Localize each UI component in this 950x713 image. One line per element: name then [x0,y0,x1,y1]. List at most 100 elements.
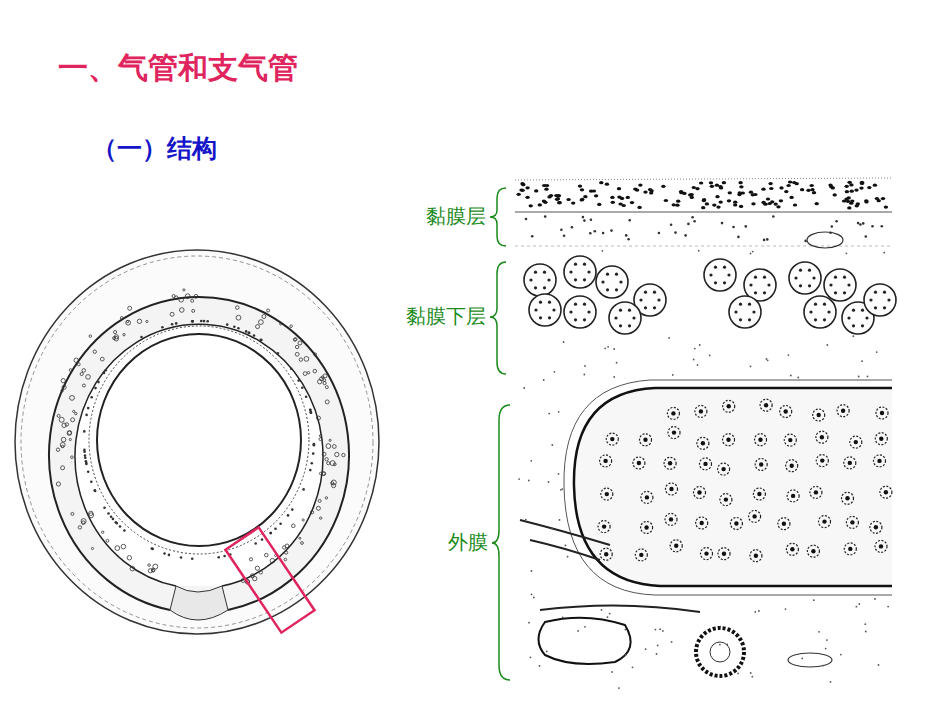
epithelial-nucleus [529,204,533,207]
cell-dot [62,385,66,389]
chondrocyte-nucleus [605,492,609,496]
epithelial-nucleus [599,181,603,184]
stipple-dot [709,355,711,357]
stipple-dot [790,375,792,377]
chondrocyte-nucleus [854,440,858,444]
chondrocyte-nucleus [699,409,703,413]
stipple-dot [523,387,525,389]
gland-nucleus [812,276,815,279]
stipple-dot [551,444,553,446]
gland-acinus [564,256,596,288]
cell-dot [293,338,296,341]
epithelial-nucleus [860,182,864,185]
cell-dot [307,372,309,374]
gland-nucleus [809,310,812,313]
cell-dot [323,374,327,378]
chondrocyte [807,545,819,557]
gland-nucleus [606,273,609,276]
epithelial-nucleus [676,200,680,203]
gland-nucleus [799,269,802,272]
epithelial-nucleus [774,203,778,206]
epithelial-nucleus [672,203,676,206]
gland-nucleus [615,288,618,291]
epithelial-nucleus [538,203,542,206]
lamina-cell [560,229,563,232]
gland-dot [119,525,122,528]
epithelial-nucleus [633,188,637,191]
stipple-dot [618,687,620,689]
stipple-dot [567,556,569,558]
gland-acinus [704,259,736,291]
epithelial-nucleus [592,189,596,192]
cell-dot [71,512,74,515]
cell-dot [335,452,339,456]
chondrocyte-nucleus [848,547,852,551]
chondrocyte [844,457,856,469]
chondrocyte [700,458,712,470]
lamina-cell [745,225,748,228]
gland-nucleus [657,298,660,301]
cell-dot [89,513,94,518]
cell-dot [71,418,75,422]
gland-dot [302,488,305,491]
epithelial-nucleus [845,190,849,193]
epithelial-nucleus [712,204,716,207]
gland-dot [310,411,313,414]
cell-dot [102,531,104,533]
cell-dot [106,539,109,542]
epithelial-nucleus [521,183,525,186]
chondrocyte-nucleus [697,490,701,494]
epithelial-nucleus [556,197,560,200]
gland-nucleus [574,318,577,321]
epithelial-nucleus [753,193,757,196]
chondrocyte [694,487,706,499]
epithelial-nucleus [637,206,641,209]
stipple-dot [562,616,564,618]
chondrocyte [819,516,831,528]
chondrocyte [875,433,887,445]
gland-nucleus [799,284,802,287]
cell-dot [290,325,293,328]
cell-dot [236,315,241,320]
lamina-cell [658,232,661,235]
gland-nucleus [767,283,770,286]
chondrocyte-nucleus [721,467,725,471]
stipple-dot [750,672,752,674]
chondrocyte-nucleus [879,437,883,441]
gland-dot [248,332,251,335]
cell-dot [236,306,240,310]
stipple-dot [693,359,695,361]
gland-nucleus [865,316,868,319]
stipple-dot [878,664,880,666]
stipple-dot [853,335,855,337]
epithelial-nucleus [749,191,753,194]
gland-acinus [824,269,856,301]
epithelial-nucleus [517,193,521,196]
stipple-dot [662,630,664,632]
chondrocyte-nucleus [724,497,728,501]
cell-dot [56,482,60,486]
gland-acinus [729,296,761,328]
gland-dot [175,322,178,325]
epithelial-nucleus [800,188,804,191]
gland-nucleus [543,286,546,289]
stipple-dot [539,665,541,667]
epithelial-nucleus [617,187,621,190]
stipple-dot [801,658,803,660]
gland-nucleus [534,271,537,274]
gland-nucleus [834,291,837,294]
stipple-dot [698,250,700,252]
gland-dot [94,489,97,492]
lamina-cell [563,234,566,237]
chondrocyte [846,516,858,528]
stipple-dot [607,616,609,618]
cell-dot [249,558,252,561]
cell-dot [319,435,321,437]
gland-dot [103,507,106,510]
chondrocyte [695,405,707,417]
gland-nucleus [814,303,817,306]
epithelial-nucleus [737,193,741,196]
gland-dot [84,457,87,460]
epithelial-nucleus [525,196,529,199]
gland-nucleus [861,309,864,312]
